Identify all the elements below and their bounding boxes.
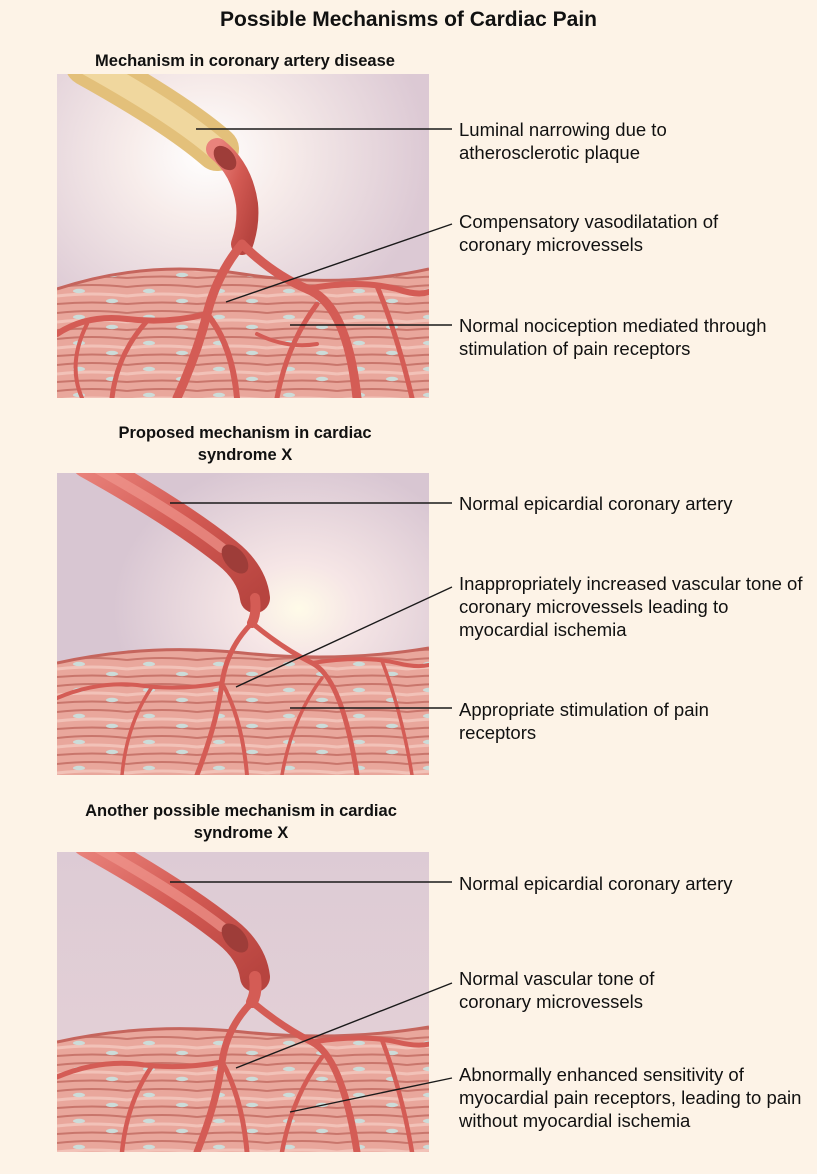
panel-2-title: Proposed mechanism in cardiac syndrome X (105, 422, 385, 466)
label-normal-epicardial-artery: Normal epicardial coronary artery (459, 872, 749, 895)
label-normal-vascular-tone: Normal vascular tone of coronary microve… (459, 967, 729, 1013)
panel-1-illustration (57, 74, 429, 398)
label-appropriate-stimulation: Appropriate stimulation of pain receptor… (459, 698, 789, 744)
label-compensatory-vasodilatation: Compensatory vasodilatation of coronary … (459, 210, 759, 256)
page-title: Possible Mechanisms of Cardiac Pain (0, 8, 817, 32)
panel-3-title: Another possible mechanism in cardiac sy… (70, 800, 412, 844)
panel-3-illustration (57, 852, 429, 1152)
panel-2-illustration (57, 473, 429, 775)
label-enhanced-sensitivity: Abnormally enhanced sensitivity of myoca… (459, 1063, 811, 1132)
label-luminal-narrowing: Luminal narrowing due to atherosclerotic… (459, 118, 749, 164)
label-increased-vascular-tone: Inappropriately increased vascular tone … (459, 572, 811, 641)
panel-1-title: Mechanism in coronary artery disease (30, 50, 460, 72)
label-normal-nociception: Normal nociception mediated through stim… (459, 314, 769, 360)
myocardium-tissue (57, 269, 429, 398)
label-normal-epicardial-artery: Normal epicardial coronary artery (459, 492, 749, 515)
